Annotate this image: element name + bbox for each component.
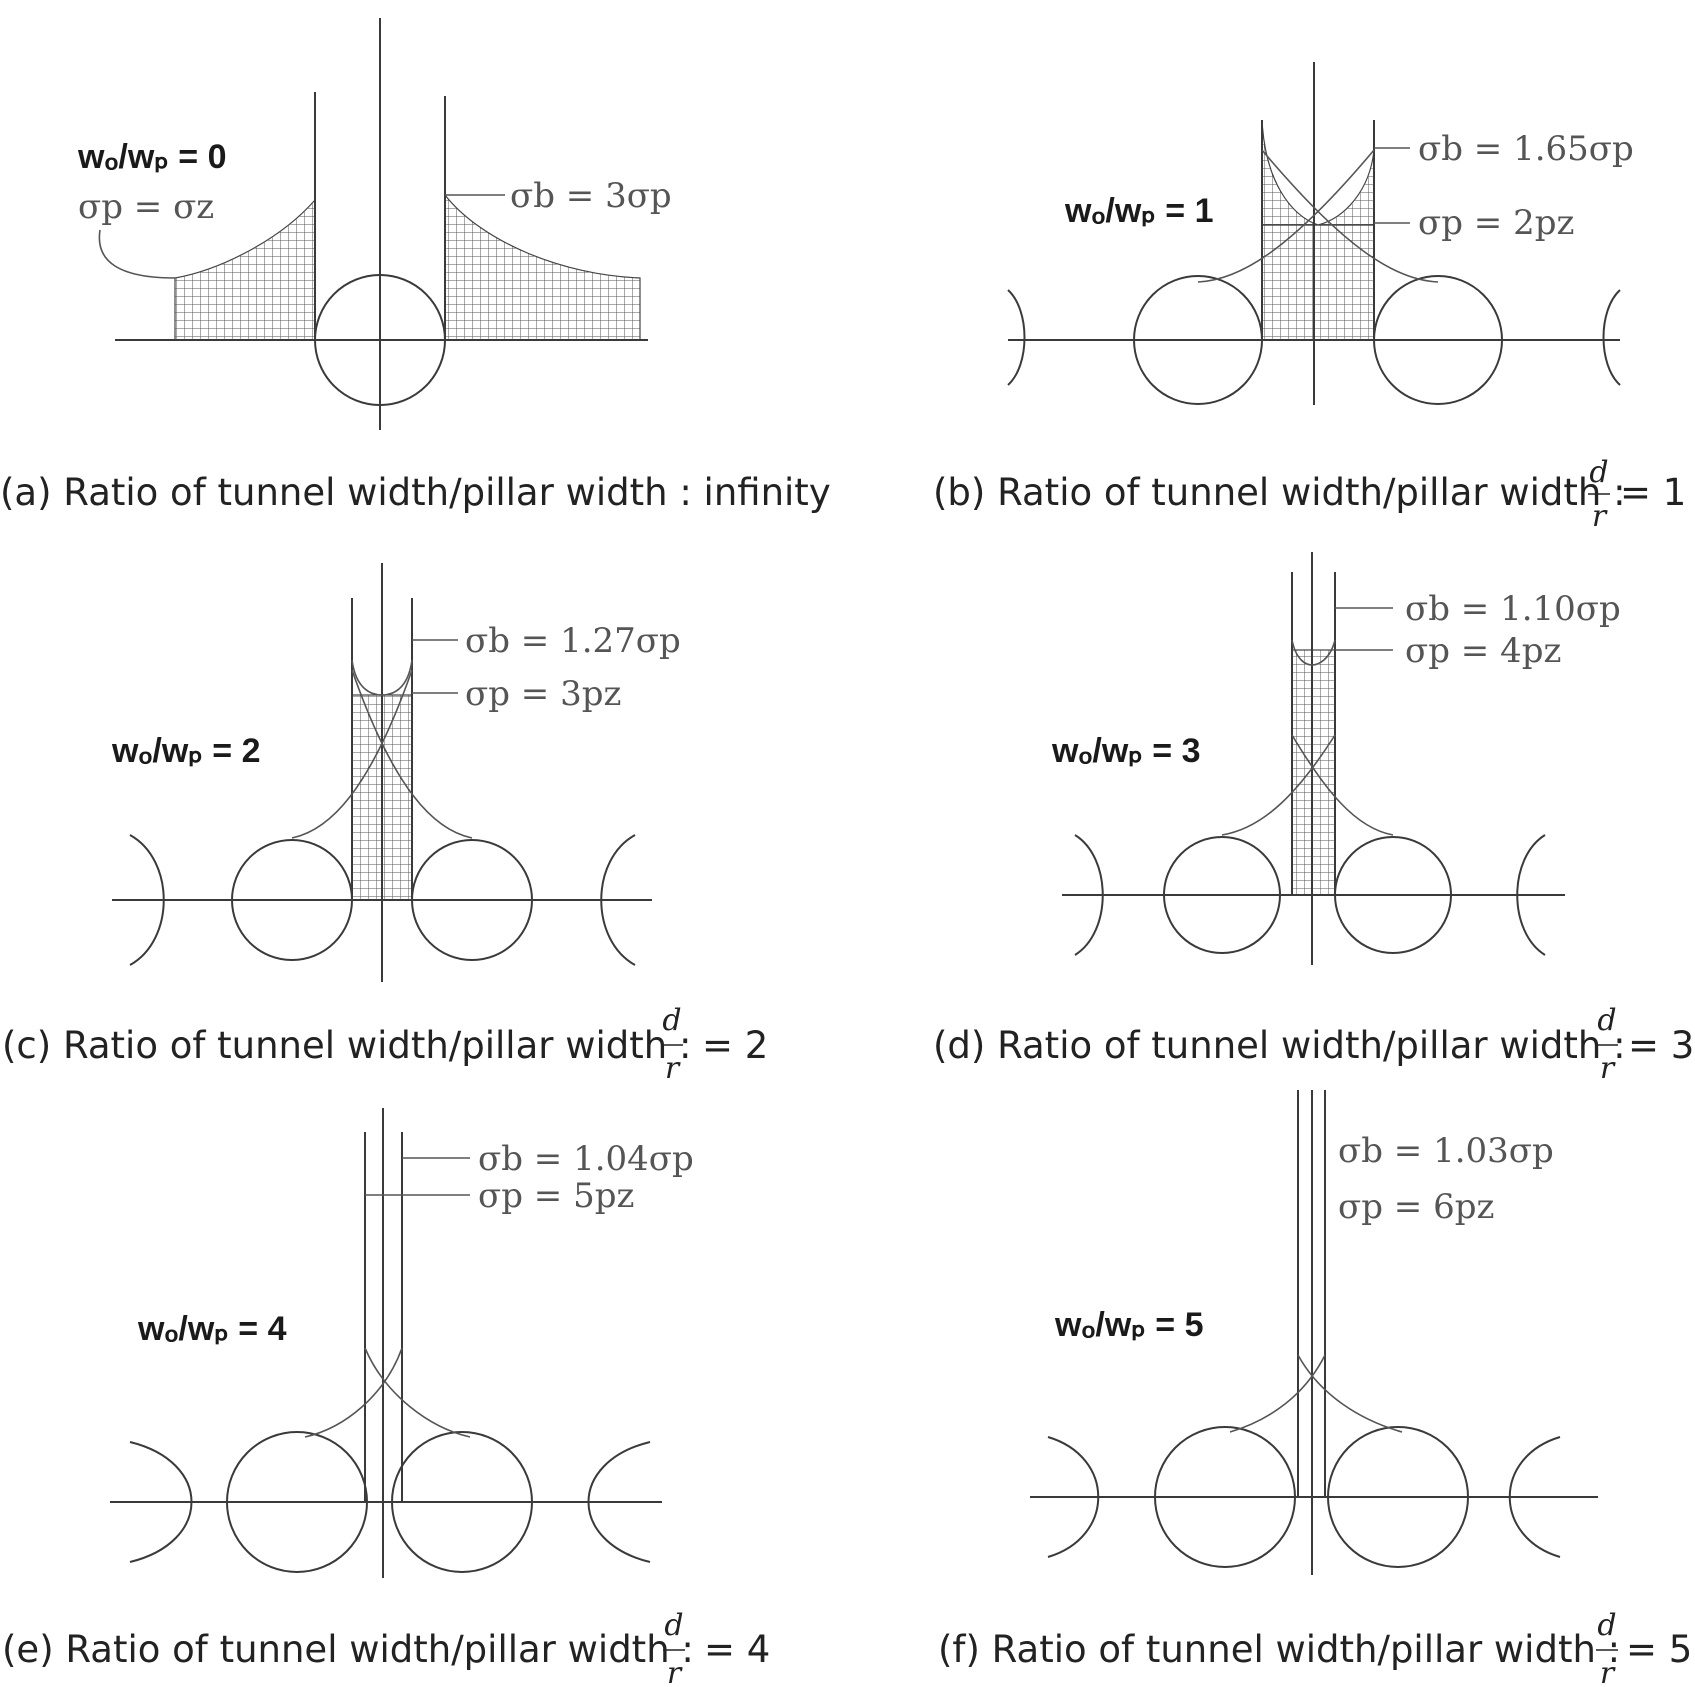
sigma-b-label: σb = 1.65σp: [1418, 129, 1634, 169]
caption-c: (c) Ratio of tunnel width/pillar width :: [2, 1024, 691, 1067]
stress-curve-right: [351, 669, 473, 839]
ratio-label: wₒ/wₚ = 1: [1064, 192, 1214, 230]
caption-value: = 5: [1626, 1628, 1692, 1671]
hatched-pillar: [1291, 649, 1336, 896]
stress-curve-right: [364, 1347, 471, 1438]
panel-c: wₒ/wₚ = 2 σb = 1.27σp σp = 3pz (c) Ratio…: [2, 563, 768, 1086]
stress-curve-left: [1221, 734, 1336, 836]
leader-sigma-p: [98, 229, 176, 279]
fraction-numerator: d: [662, 1003, 681, 1038]
caption-value: = 1: [1620, 471, 1686, 514]
ratio-label: wₒ/wₚ = 4: [137, 1310, 287, 1348]
panel-f-drawing: [1030, 1090, 1598, 1575]
ratio-label: wₒ/wₚ = 0: [77, 138, 227, 176]
wall-fillet: [1291, 639, 1336, 666]
panel-d-drawing: [1062, 552, 1565, 965]
sigma-b-label: σb = 3σp: [510, 176, 672, 216]
ratio-label: wₒ/wₚ = 2: [111, 732, 261, 770]
fraction-numerator: d: [1597, 1003, 1616, 1038]
fraction-numerator: d: [1589, 455, 1608, 490]
sigma-p-label: σp = 6pz: [1338, 1187, 1494, 1227]
caption-value: = 2: [702, 1024, 768, 1067]
hatched-stress-right: [444, 193, 641, 341]
sigma-p-label: σp = σz: [78, 187, 214, 227]
fraction-denominator: r: [1600, 1051, 1616, 1086]
sigma-p-label: σp = 3pz: [465, 674, 621, 714]
hatched-upper-right: [1317, 149, 1375, 226]
partial-tunnel-right: [1602, 289, 1621, 386]
sigma-p-label: σp = 5pz: [478, 1176, 634, 1216]
sigma-p-label: σp = 4pz: [1405, 631, 1561, 671]
stress-curve-left: [291, 669, 413, 839]
caption-e: (e) Ratio of tunnel width/pillar width :: [2, 1628, 694, 1671]
caption-b: (b) Ratio of tunnel width/pillar width :: [933, 471, 1626, 514]
caption-d: (d) Ratio of tunnel width/pillar width :: [933, 1024, 1626, 1067]
fraction-numerator: d: [1597, 1608, 1616, 1643]
caption-a: (a) Ratio of tunnel width/pillar width :…: [0, 471, 831, 514]
caption-f: (f) Ratio of tunnel width/pillar width :: [938, 1628, 1620, 1671]
fraction-numerator: d: [664, 1608, 683, 1643]
stress-curve-right: [1291, 734, 1394, 836]
panel-f: wₒ/wₚ = 5 σb = 1.03σp σp = 6pz (f) Ratio…: [938, 1090, 1692, 1687]
wall-fillet: [351, 659, 413, 696]
sigma-p-label: σp = 2pz: [1418, 203, 1574, 243]
stress-curve-left: [1229, 1354, 1326, 1433]
stress-curve-right: [1261, 149, 1439, 283]
panel-e: wₒ/wₚ = 4 σb = 1.04σp σp = 5pz (e) Ratio…: [2, 1108, 770, 1687]
fraction-denominator: r: [1592, 499, 1608, 534]
fraction-denominator: r: [667, 1656, 683, 1687]
ratio-label: wₒ/wₚ = 3: [1051, 732, 1201, 770]
ratio-label: wₒ/wₚ = 5: [1054, 1306, 1204, 1344]
panel-a-drawing: [98, 18, 648, 430]
hatched-upper-left: [1261, 119, 1319, 226]
panel-d: wₒ/wₚ = 3 σb = 1.10σp σp = 4pz (d) Ratio…: [933, 552, 1694, 1086]
sigma-b-label: σb = 1.27σp: [465, 621, 681, 661]
caption-value: = 3: [1628, 1024, 1694, 1067]
panel-e-drawing: [110, 1108, 662, 1578]
panel-b: wₒ/wₚ = 1 σb = 1.65σp σp = 2pz (b) Ratio…: [933, 62, 1686, 534]
sigma-b-label: σb = 1.03σp: [1338, 1131, 1554, 1171]
panel-b-drawing: [1007, 62, 1621, 405]
stress-curve-left: [1197, 149, 1375, 283]
hatched-pillar: [1261, 224, 1375, 341]
partial-tunnel-left: [1007, 289, 1026, 386]
panel-a: wₒ/wₚ = 0 σb = 3σp σp = σz (a) Ratio of …: [0, 18, 831, 514]
panel-c-drawing: [112, 563, 652, 982]
sigma-b-label: σb = 1.04σp: [478, 1139, 694, 1179]
fraction-denominator: r: [665, 1051, 681, 1086]
fraction-denominator: r: [1600, 1656, 1616, 1687]
stress-curve-right: [1297, 1354, 1403, 1433]
stress-curve-left: [304, 1347, 403, 1438]
caption-value: = 4: [704, 1628, 770, 1671]
sigma-b-label: σb = 1.10σp: [1405, 589, 1621, 629]
